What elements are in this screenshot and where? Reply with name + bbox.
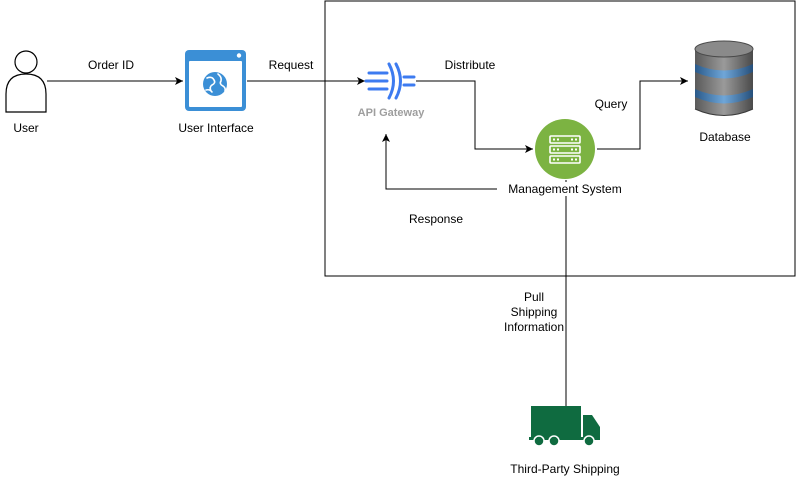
api-gateway-icon: [364, 62, 416, 100]
edge-label-distribute: Distribute: [444, 58, 496, 72]
pull-label-line3: Information: [503, 320, 565, 334]
management-label: Management System: [506, 182, 624, 196]
shipping-label: Third-Party Shipping: [510, 462, 620, 476]
browser-globe-icon: [185, 50, 246, 111]
edge-label-pull-shipping: Pull Shipping Information: [503, 290, 565, 335]
edge-label-response: Response: [408, 212, 464, 226]
database-label: Database: [699, 130, 751, 144]
edge-distribute: [416, 80, 533, 153]
edge-label-query: Query: [594, 97, 628, 111]
edge-label-order-id: Order ID: [87, 58, 135, 72]
ui-label: User Interface: [178, 121, 254, 135]
truck-icon: [529, 406, 600, 447]
pull-label-line2: Shipping: [510, 305, 558, 319]
edge-response: [382, 134, 497, 190]
user-label: User: [13, 121, 39, 135]
edge-label-request: Request: [268, 58, 314, 72]
server-icon: [535, 119, 595, 179]
gateway-label: API Gateway: [357, 107, 425, 119]
database-icon: [694, 40, 754, 116]
user-icon: [5, 50, 47, 113]
system-boundary: [324, 0, 796, 277]
pull-label-line1: Pull: [523, 290, 544, 304]
edge-query: [597, 77, 688, 150]
